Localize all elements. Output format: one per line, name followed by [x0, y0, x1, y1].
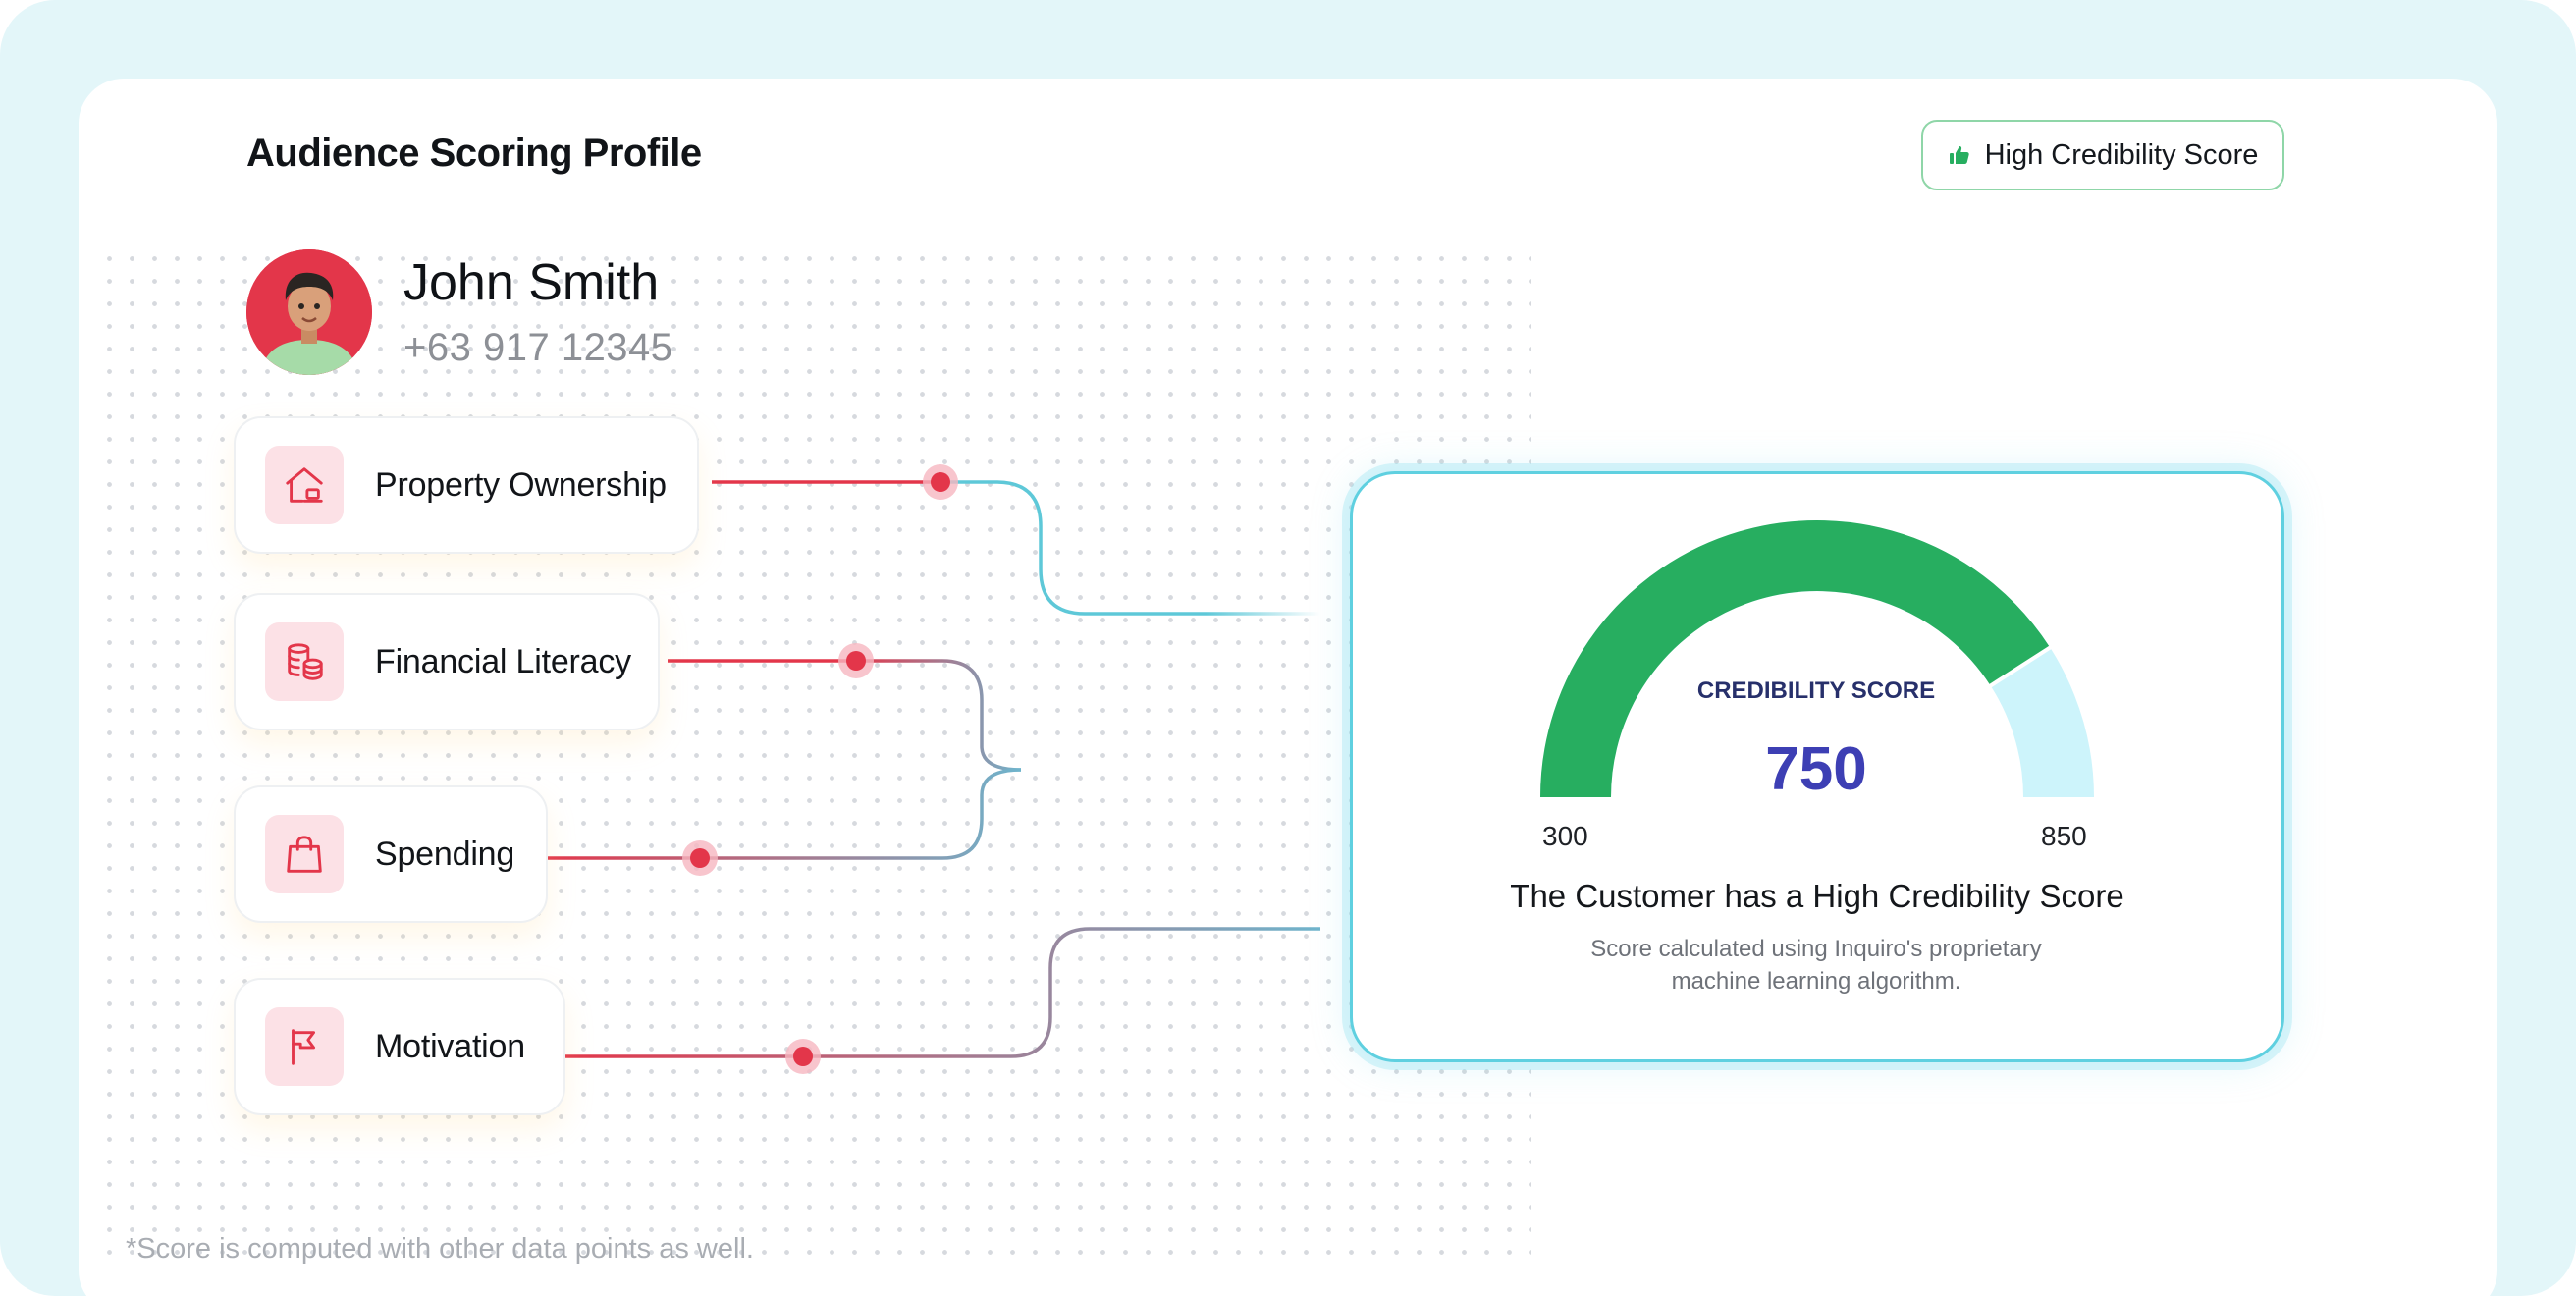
factor-label: Property Ownership	[375, 465, 667, 504]
coins-icon	[288, 643, 323, 680]
footnote: *Score is computed with other data point…	[126, 1233, 754, 1265]
connector-node-spending	[682, 840, 718, 876]
connector-node-financial	[838, 643, 874, 678]
shopping-bag-icon	[287, 836, 322, 873]
house-icon	[286, 467, 323, 503]
gauge-divider	[1987, 644, 2053, 689]
badge-label: High Credibility Score	[1984, 138, 2259, 171]
score-headline: The Customer has a High Credibility Scor…	[1510, 878, 2124, 914]
factor-spending: Spending	[234, 785, 548, 923]
connector-property	[712, 480, 1320, 616]
gauge-max-label: 850	[2041, 821, 2087, 851]
page-title: Audience Scoring Profile	[246, 132, 702, 175]
gauge-fill	[1540, 520, 2051, 798]
connector-motivation	[564, 927, 1320, 1058]
connector-financial	[668, 659, 1022, 772]
connector-node-property	[923, 464, 958, 500]
connector-spending	[545, 768, 1022, 860]
score-description: Score calculated using Inquiro's proprie…	[1590, 936, 2042, 995]
avatar	[246, 249, 372, 375]
factor-label: Financial Literacy	[375, 642, 631, 680]
score-value: 750	[1765, 735, 1867, 803]
factor-icon-box	[265, 815, 344, 893]
flag-icon	[292, 1029, 316, 1065]
credibility-badge: High Credibility Score	[1921, 120, 2284, 190]
factor-icon-box	[265, 622, 344, 701]
factor-icon-box	[265, 446, 344, 524]
user-phone: +63 917 12345	[403, 326, 673, 369]
factor-motivation: Motivation	[234, 978, 565, 1115]
gauge-min-label: 300	[1542, 821, 1588, 851]
factor-label: Spending	[375, 835, 515, 873]
factor-property-ownership: Property Ownership	[234, 416, 699, 554]
score-gauge	[1540, 520, 2094, 798]
factor-icon-box	[265, 1007, 344, 1086]
factor-financial-literacy: Financial Literacy	[234, 593, 660, 730]
thumbs-up-icon	[1949, 146, 1969, 164]
user-name: John Smith	[403, 254, 660, 311]
connector-node-motivation	[785, 1039, 821, 1074]
avatar-illustration	[246, 249, 372, 375]
gauge-label: CREDIBILITY SCORE	[1696, 677, 1936, 704]
factor-label: Motivation	[375, 1027, 525, 1065]
